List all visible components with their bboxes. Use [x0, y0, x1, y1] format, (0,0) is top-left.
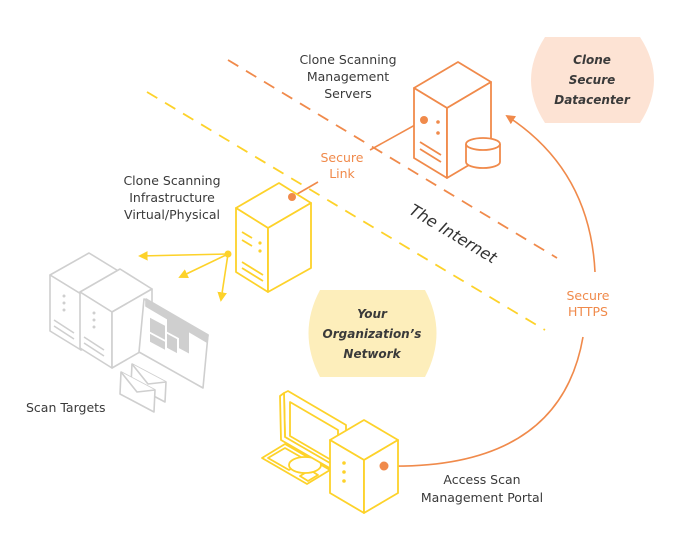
management-servers-label-1: Clone Scanning: [299, 52, 396, 67]
organization-label-1: Your: [357, 307, 388, 321]
infrastructure-label-3: Virtual/Physical: [124, 207, 220, 222]
secure-link-label-1: Secure: [321, 150, 364, 165]
organization-label-2: Organization’s: [323, 327, 422, 341]
scan-targets-label: Scan Targets: [26, 400, 106, 415]
datacenter-label-3: Datacenter: [554, 93, 631, 107]
secure-link-label-2: Link: [329, 166, 355, 181]
portal-label-2: Management Portal: [421, 490, 543, 505]
scan-arrows: [138, 250, 232, 302]
infrastructure-label-2: Infrastructure: [129, 190, 215, 205]
server-icon: [235, 182, 312, 293]
organization-zone: Your Organization’s Network: [308, 290, 437, 377]
datacenter-zone: Clone Secure Datacenter: [531, 37, 654, 123]
datacenter-boundary-line: [227, 59, 558, 259]
secure-https-label-2: HTTPS: [568, 304, 608, 319]
infrastructure-label-1: Clone Scanning: [123, 173, 220, 188]
secure-https-label-1: Secure: [567, 288, 610, 303]
management-servers-label-2: Management: [307, 69, 389, 84]
server-database-icon: [413, 61, 501, 179]
datacenter-label-1: Clone: [573, 53, 611, 67]
internet-label: The Internet: [406, 200, 501, 267]
portal-label-1: Access Scan: [443, 472, 520, 487]
servers-browser-mail-icon: [49, 252, 209, 413]
datacenter-label-2: Secure: [569, 73, 616, 87]
management-servers-label-3: Servers: [324, 86, 372, 101]
desktop-computer-icon: [261, 390, 399, 514]
organization-boundary-line: [146, 91, 546, 331]
secure-link-connection: Secure Link: [288, 119, 425, 201]
organization-label-3: Network: [343, 347, 401, 361]
